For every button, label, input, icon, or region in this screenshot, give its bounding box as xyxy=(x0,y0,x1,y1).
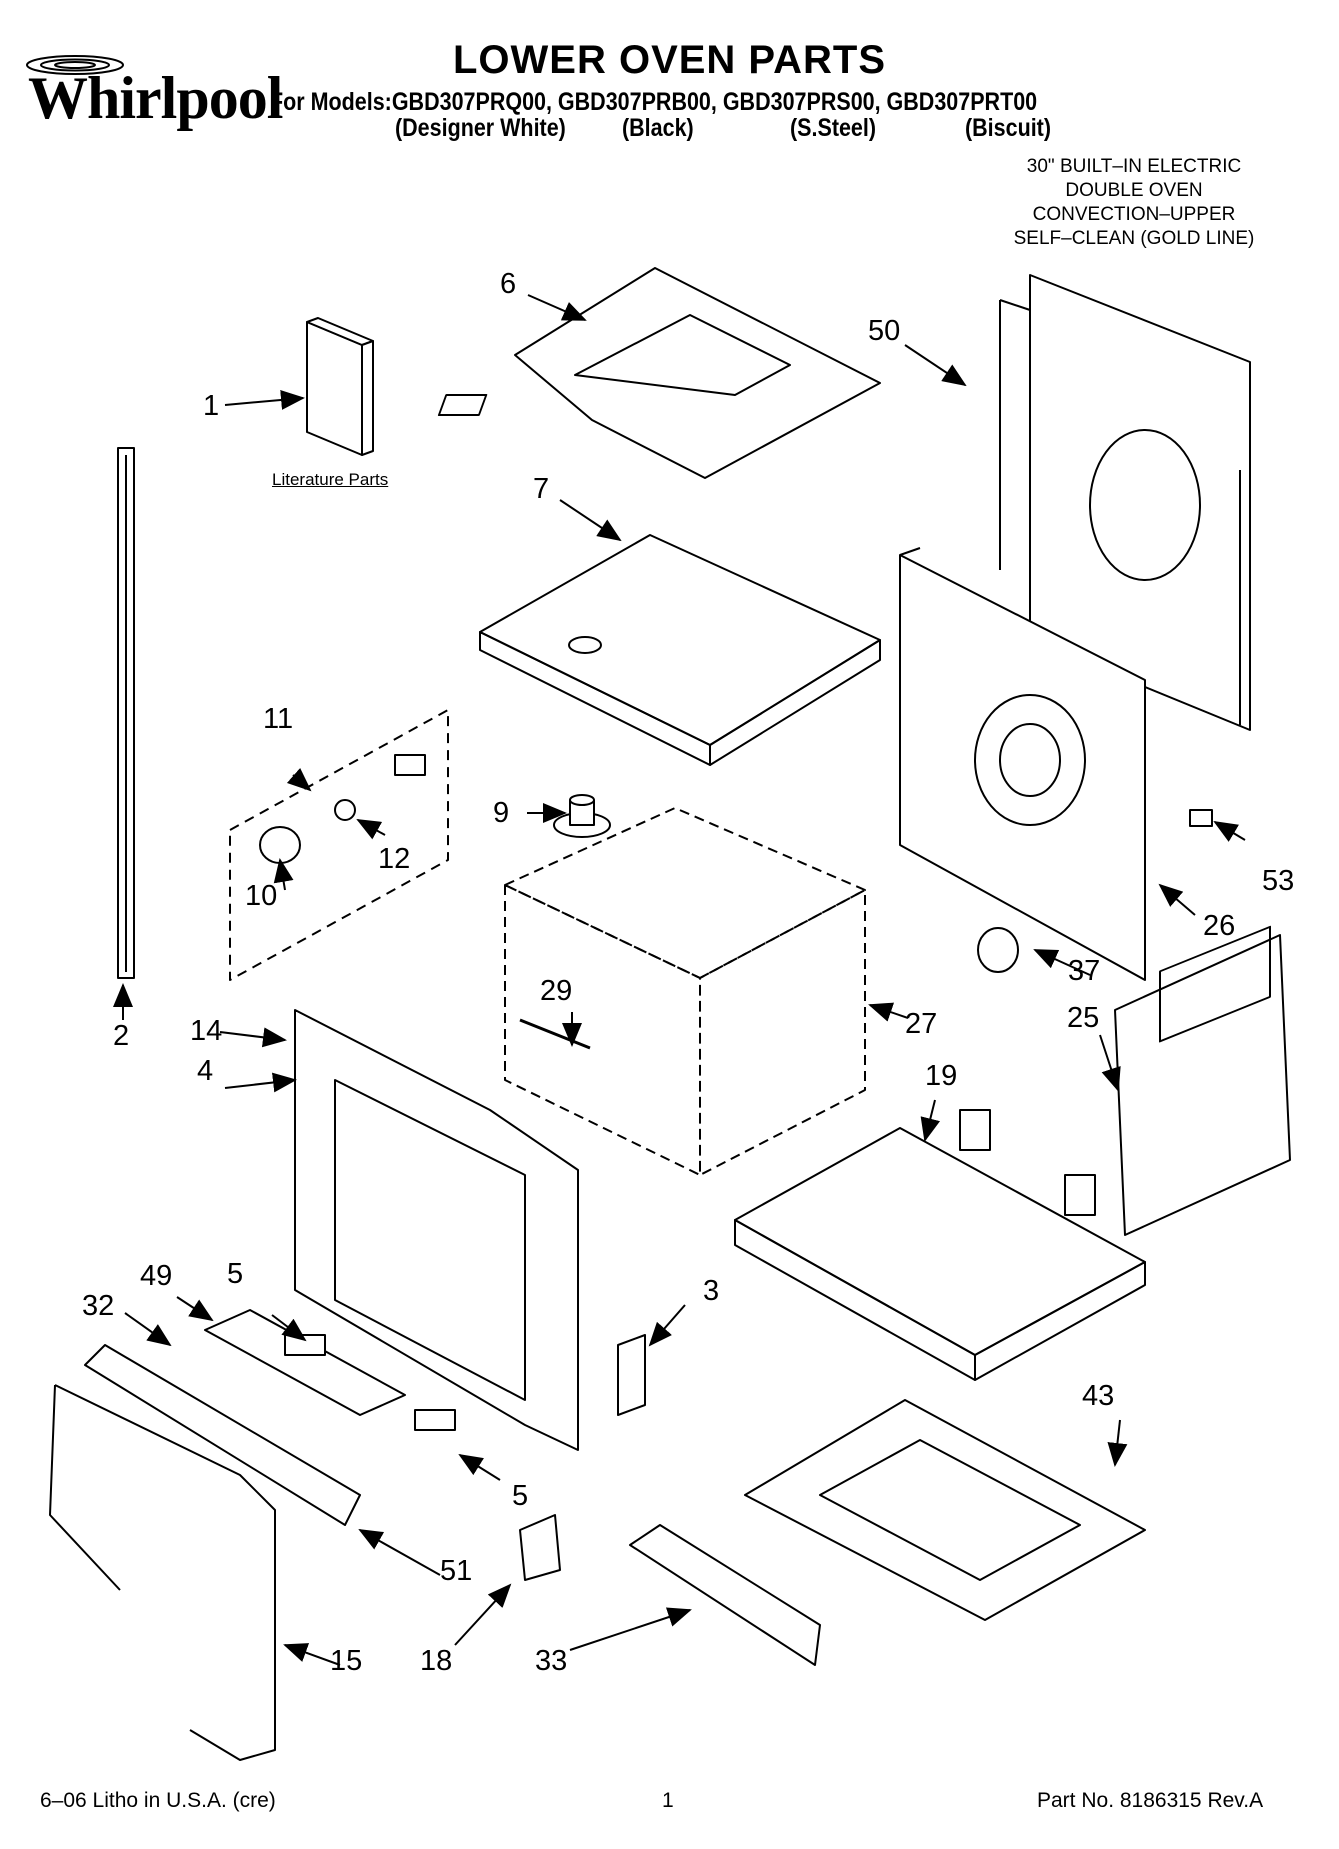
toe-kick-part xyxy=(629,1524,821,1666)
hardware-kit-outline xyxy=(229,709,449,981)
thermal-switch-part xyxy=(977,927,1019,973)
callout-32: 32 xyxy=(82,1290,115,1322)
top-shield-part xyxy=(437,267,881,479)
trim-strip-part xyxy=(117,447,135,979)
model-list: For Models:GBD307PRQ00, GBD307PRB00, GBD… xyxy=(270,88,1038,116)
hinge-receiver-part xyxy=(519,1514,561,1581)
callout-leaders xyxy=(113,294,1246,1666)
callout-37: 37 xyxy=(1068,955,1101,987)
callout-4: 4 xyxy=(197,1055,214,1087)
callout-50: 50 xyxy=(868,315,901,347)
brand-logo: Whirlpool xyxy=(28,65,283,131)
callout-43: 43 xyxy=(1082,1380,1115,1412)
product-description-line-1: 30" BUILT–IN ELECTRIC xyxy=(1026,156,1242,177)
footer-part-number: Part No. 8186315 Rev.A xyxy=(1037,1789,1264,1812)
callout-19: 19 xyxy=(925,1060,958,1092)
callout-2: 2 xyxy=(113,1020,130,1052)
callout-15: 15 xyxy=(330,1645,363,1677)
color-designer-white: (Designer White) xyxy=(395,114,566,142)
side-panel-part xyxy=(1114,925,1291,1236)
callout-11: 11 xyxy=(263,703,294,735)
page-title: LOWER OVEN PARTS xyxy=(452,38,887,82)
spacer-block-part-2 xyxy=(414,1409,456,1431)
spacer-block-part xyxy=(284,1334,326,1356)
callout-25: 25 xyxy=(1067,1002,1100,1034)
bottom-panel-part xyxy=(734,1109,1146,1381)
front-frame-part xyxy=(294,1009,579,1451)
oven-cavity-part xyxy=(504,807,866,1176)
callout-5-lower: 5 xyxy=(512,1480,529,1512)
vent-trim-part xyxy=(84,1344,361,1526)
light-socket-part xyxy=(259,754,426,864)
door-gasket-part xyxy=(49,1384,276,1761)
callout-29: 29 xyxy=(540,975,573,1007)
product-description-line-2: DOUBLE OVEN xyxy=(1065,180,1203,201)
callout-26: 26 xyxy=(1203,910,1236,942)
callout-10: 10 xyxy=(245,880,278,912)
bottom-tray-part xyxy=(744,1399,1146,1621)
insulation-strip-part xyxy=(204,1309,406,1416)
top-panel-part xyxy=(479,534,881,766)
callout-7: 7 xyxy=(533,473,550,505)
product-description-line-4: SELF–CLEAN (GOLD LINE) xyxy=(1013,228,1255,249)
literature-parts-label: Literature Parts xyxy=(272,470,389,489)
callout-33: 33 xyxy=(535,1645,568,1677)
whirlpool-swirl-icon xyxy=(26,55,124,75)
footer-page-number: 1 xyxy=(662,1789,674,1812)
callout-51: 51 xyxy=(440,1555,473,1587)
literature-booklet-part xyxy=(306,317,374,456)
callout-53: 53 xyxy=(1262,865,1295,897)
color-biscuit: (Biscuit) xyxy=(965,114,1051,142)
color-black: (Black) xyxy=(622,114,694,142)
callout-3: 3 xyxy=(703,1275,720,1307)
callout-14: 14 xyxy=(190,1015,223,1047)
callout-12: 12 xyxy=(378,843,411,875)
broil-element-part xyxy=(519,1018,591,1050)
rear-panel-part xyxy=(999,274,1251,731)
callout-18: 18 xyxy=(420,1645,453,1677)
callout-27: 27 xyxy=(905,1008,938,1040)
callout-9: 9 xyxy=(493,797,510,829)
callout-6: 6 xyxy=(500,268,517,300)
callout-1: 1 xyxy=(203,390,220,422)
clip-part xyxy=(1189,809,1213,827)
fan-bracket-part xyxy=(899,547,1146,981)
hinge-bracket-part xyxy=(617,1334,646,1416)
footer-print-info: 6–06 Litho in U.S.A. (cre) xyxy=(40,1789,276,1812)
product-description-line-3: CONVECTION–UPPER xyxy=(1032,204,1236,225)
callout-5-upper: 5 xyxy=(227,1258,244,1290)
color-stainless: (S.Steel) xyxy=(790,114,877,142)
callout-49: 49 xyxy=(140,1260,173,1292)
sensor-knob-part xyxy=(553,794,611,838)
